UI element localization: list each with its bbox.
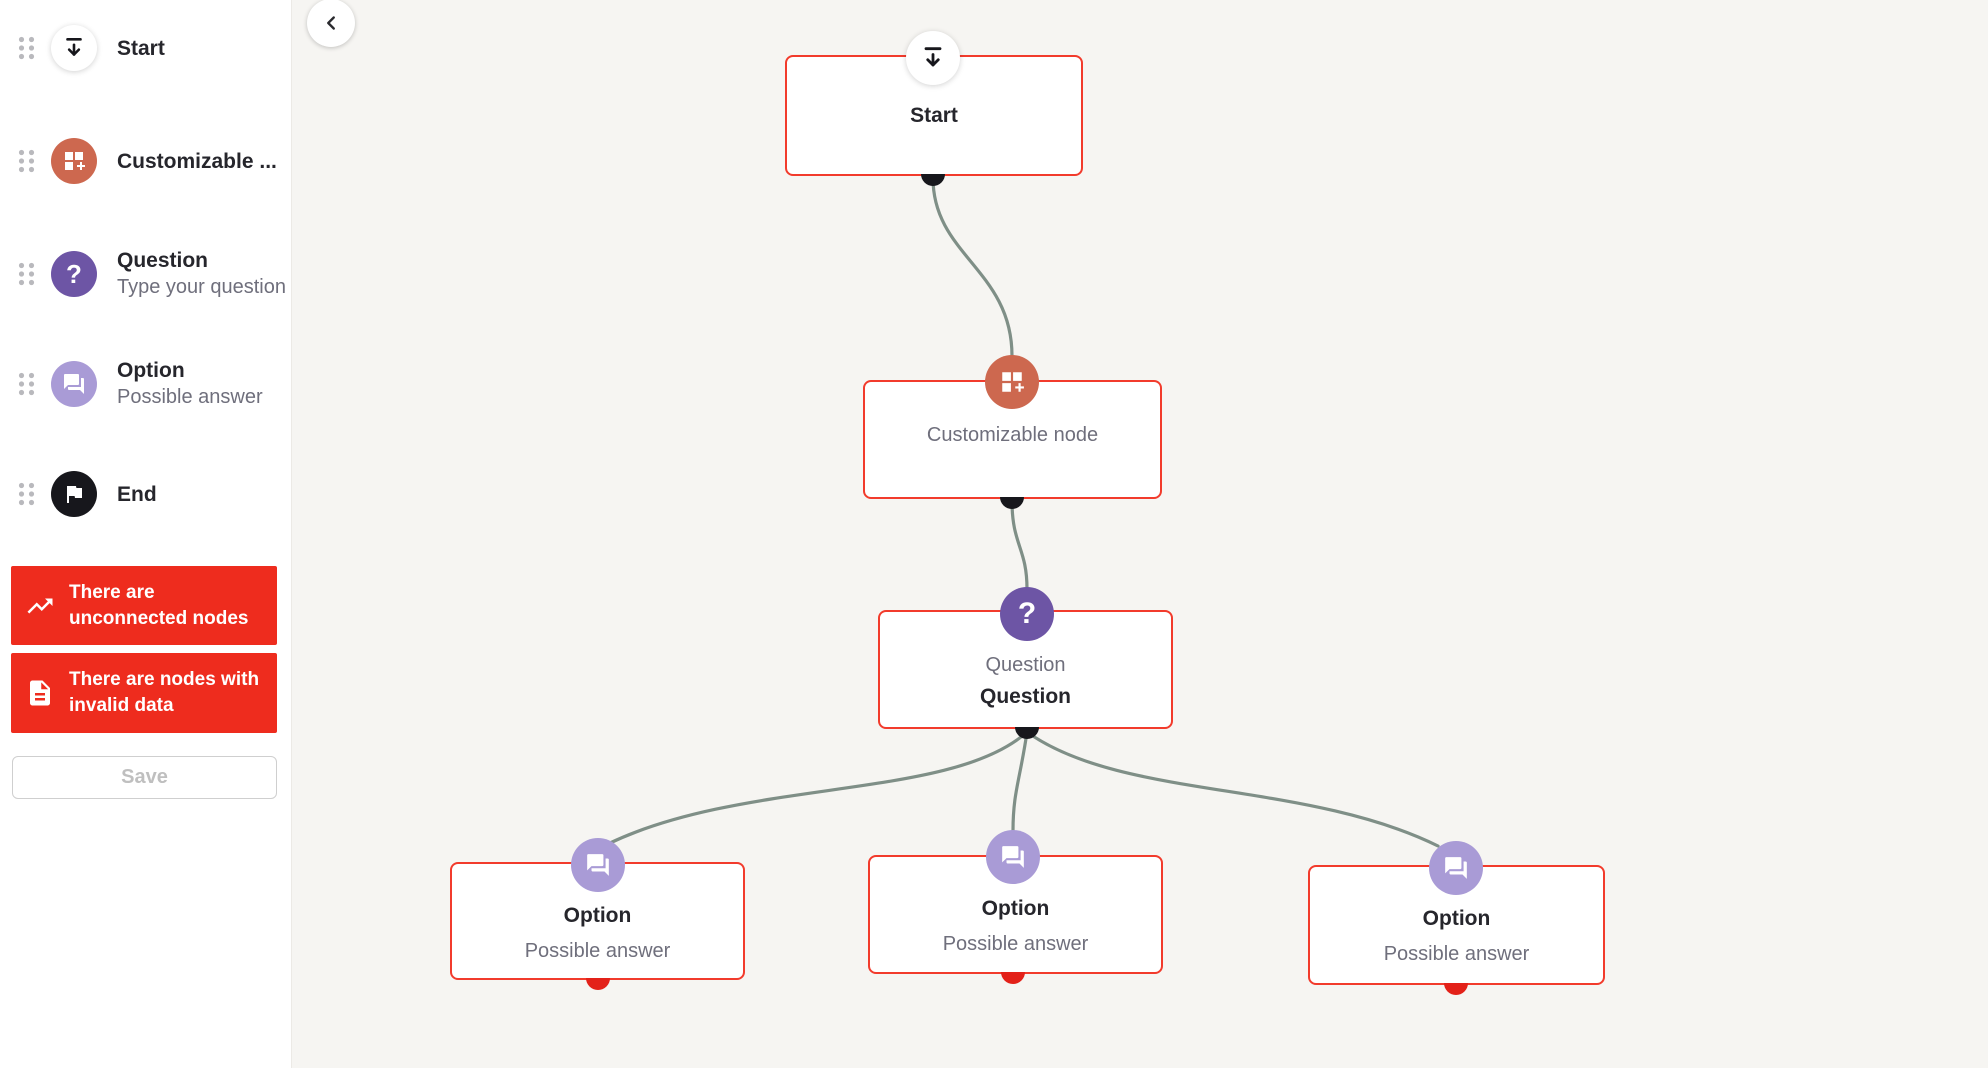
node-subtitle: Possible answer <box>1383 943 1530 965</box>
question-icon: ? <box>51 251 97 297</box>
chevron-left-icon <box>327 16 335 30</box>
start-icon <box>51 25 97 71</box>
palette-item-question[interactable]: ? Question Type your question <box>18 247 286 301</box>
flow-canvas[interactable]: Start Customizable node Question Questio… <box>292 0 1988 1068</box>
warning-text: There are unconnected nodes <box>69 581 249 629</box>
palette-item-label: Question <box>117 249 209 272</box>
warning-invalid-data: There are nodes with invalid data <box>11 653 277 733</box>
start-icon <box>906 31 960 85</box>
trending-up-icon <box>25 591 55 621</box>
edge-question-to-option-middle <box>1011 730 1029 833</box>
output-port-connected[interactable] <box>1000 497 1024 509</box>
palette-item-end[interactable]: End <box>18 471 157 517</box>
warning-unconnected-nodes: There are unconnected nodes <box>11 566 277 645</box>
node-type-label: Question <box>985 654 1066 676</box>
palette-item-option[interactable]: Option Possible answer <box>18 357 263 411</box>
palette-item-label: Start <box>117 36 165 60</box>
palette-item-customizable[interactable]: Customizable ... <box>18 138 277 184</box>
chat-bubble-icon <box>986 830 1040 884</box>
flow-edges <box>608 176 1440 848</box>
node-title: Option <box>1422 907 1491 930</box>
chat-bubble-icon <box>51 361 97 407</box>
drag-handle-icon[interactable] <box>18 372 35 396</box>
drag-handle-icon[interactable] <box>18 36 35 60</box>
question-icon: ? <box>1000 587 1054 641</box>
chat-bubble-icon <box>571 838 625 892</box>
edge-question-to-option-left <box>608 730 1029 845</box>
palette-item-label: Option <box>117 359 185 382</box>
node-subtitle: Possible answer <box>942 933 1089 955</box>
palette-item-subtitle: Type your question <box>117 276 286 298</box>
output-port-unconnected[interactable] <box>1444 983 1468 995</box>
palette-item-start[interactable]: Start <box>18 25 165 71</box>
palette-item-subtitle: Possible answer <box>117 386 263 408</box>
output-port-connected[interactable] <box>1015 727 1039 739</box>
palette-item-label: End <box>117 482 157 506</box>
output-port-connected[interactable] <box>921 174 945 186</box>
node-title: Option <box>563 904 632 927</box>
customizable-node-icon <box>51 138 97 184</box>
node-title: Customizable node <box>926 424 1099 446</box>
customizable-node-icon <box>985 355 1039 409</box>
document-icon <box>25 678 55 708</box>
drag-handle-icon[interactable] <box>18 262 35 286</box>
edge-question-to-option-right <box>1025 730 1440 848</box>
node-title: Question <box>979 685 1071 708</box>
node-title: Option <box>981 897 1050 920</box>
palette-item-label: Customizable ... <box>117 149 277 173</box>
node-title: Start <box>910 104 958 127</box>
output-port-unconnected[interactable] <box>586 978 610 990</box>
drag-handle-icon[interactable] <box>18 482 35 506</box>
edge-start-to-customizable <box>931 176 1014 358</box>
node-subtitle: Possible answer <box>524 940 671 962</box>
node-palette-sidebar: Start Customizable ... ? Question <box>0 0 292 1068</box>
chat-bubble-icon <box>1429 841 1483 895</box>
warning-text: There are nodes with invalid data <box>69 669 260 716</box>
flag-icon <box>51 471 97 517</box>
output-port-unconnected[interactable] <box>1001 972 1025 984</box>
drag-handle-icon[interactable] <box>18 149 35 173</box>
save-button[interactable]: Save <box>12 756 277 799</box>
back-button[interactable] <box>307 0 355 47</box>
edge-customizable-to-question <box>1010 499 1029 591</box>
